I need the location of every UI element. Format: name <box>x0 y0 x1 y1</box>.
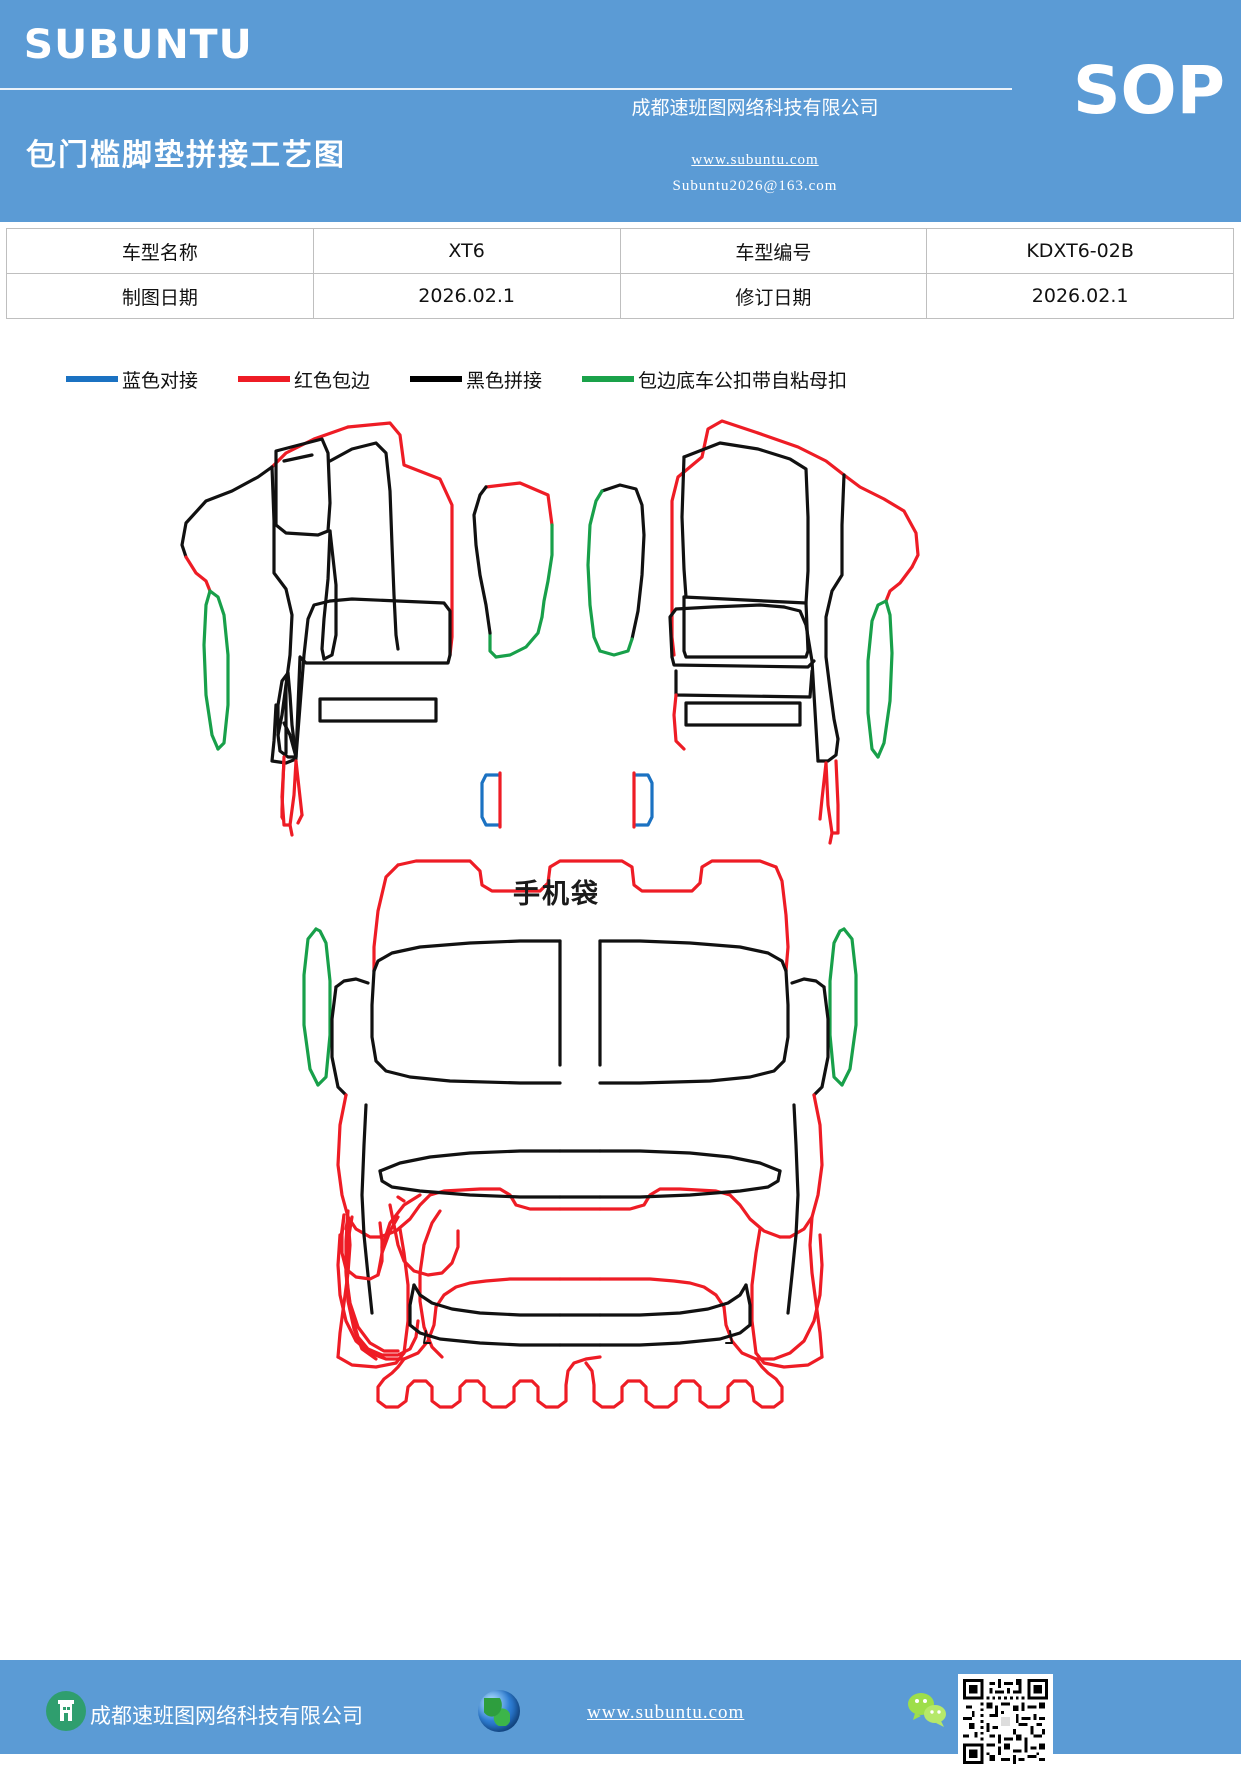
table-row: 车型名称 XT6 车型编号 KDXT6-02B <box>6 228 1234 274</box>
mat-front-left-tail <box>280 755 286 821</box>
cell-draw-date-label: 制图日期 <box>6 273 314 319</box>
page-header: SUBUNTU 包门槛脚垫拼接工艺图 SOP 成都速班图网络科技有限公司 www… <box>0 0 1241 222</box>
footer-website-link[interactable]: www.subuntu.com <box>587 1702 745 1723</box>
table-row: 制图日期 2026.02.1 修订日期 2026.02.1 <box>6 273 1234 319</box>
cell-model-code-value: KDXT6-02B <box>926 228 1234 274</box>
qr-code-glyph <box>963 1679 1048 1764</box>
brand-logo: SUBUNTU <box>23 22 253 68</box>
cell-draw-date-value: 2026.02.1 <box>312 273 621 319</box>
legend-item-green: 包边底车公扣带自粘母扣 <box>582 366 847 393</box>
mat-bottom <box>344 1209 400 1353</box>
header-website-link[interactable]: www.subuntu.com <box>691 152 819 168</box>
phone-pocket-label: 手机袋 <box>513 879 600 910</box>
legend-swatch-red-icon <box>238 376 291 382</box>
mat-center-right-piece <box>586 483 646 657</box>
legend-swatch-blue-icon <box>66 376 118 382</box>
page-footer: 成都速班图网络科技有限公司 www.subuntu.com <box>0 1660 1241 1769</box>
cell-model-code-label: 车型编号 <box>619 228 928 274</box>
legend: 蓝色对接 红色包边 黑色拼接 包边底车公扣带自粘母扣 <box>0 358 1241 400</box>
wechat-icon <box>905 1690 951 1730</box>
legend-swatch-green-icon <box>582 376 635 382</box>
page-title: 包门槛脚垫拼接工艺图 <box>26 138 346 173</box>
legend-item-blue: 蓝色对接 <box>66 366 198 393</box>
legend-item-red: 红色包边 <box>238 366 370 393</box>
phone-pocket-brackets <box>480 771 654 829</box>
mat-center-left-piece <box>472 481 554 659</box>
header-divider <box>0 88 1012 90</box>
qr-code <box>958 1674 1053 1769</box>
mat-second-row <box>302 859 858 1369</box>
mat-trunk <box>336 1203 824 1409</box>
footer-company-name: 成都速班图网络科技有限公司 <box>90 1704 363 1728</box>
cell-model-name-label: 车型名称 <box>6 228 314 274</box>
building-icon <box>46 1691 86 1731</box>
mat-front-right <box>668 419 920 845</box>
header-email: Subuntu2026@163.com <box>672 178 838 194</box>
legend-label-green: 包边底车公扣带自粘母扣 <box>638 369 848 392</box>
building-glyph <box>58 1700 74 1721</box>
legend-item-black: 黑色拼接 <box>410 366 542 393</box>
cell-revise-date-value: 2026.02.1 <box>926 273 1234 319</box>
legend-label-black: 黑色拼接 <box>466 369 543 392</box>
header-company-name: 成都速班图网络科技有限公司 <box>631 97 879 119</box>
cell-revise-date-label: 修订日期 <box>619 273 928 319</box>
sop-badge: SOP <box>1072 52 1225 129</box>
globe-icon <box>478 1690 520 1732</box>
cell-model-name-value: XT6 <box>312 228 621 274</box>
legend-label-red: 红色包边 <box>294 369 371 392</box>
legend-label-blue: 蓝色对接 <box>122 369 199 392</box>
mat-front-left <box>180 421 454 837</box>
drawing-svg <box>180 419 920 1409</box>
floor-mat-technical-drawing <box>0 405 1241 1565</box>
legend-swatch-black-icon <box>410 376 463 382</box>
wechat-glyph <box>908 1693 946 1727</box>
vehicle-info-table: 车型名称 XT6 车型编号 KDXT6-02B 制图日期 2026.02.1 修… <box>6 228 1234 319</box>
